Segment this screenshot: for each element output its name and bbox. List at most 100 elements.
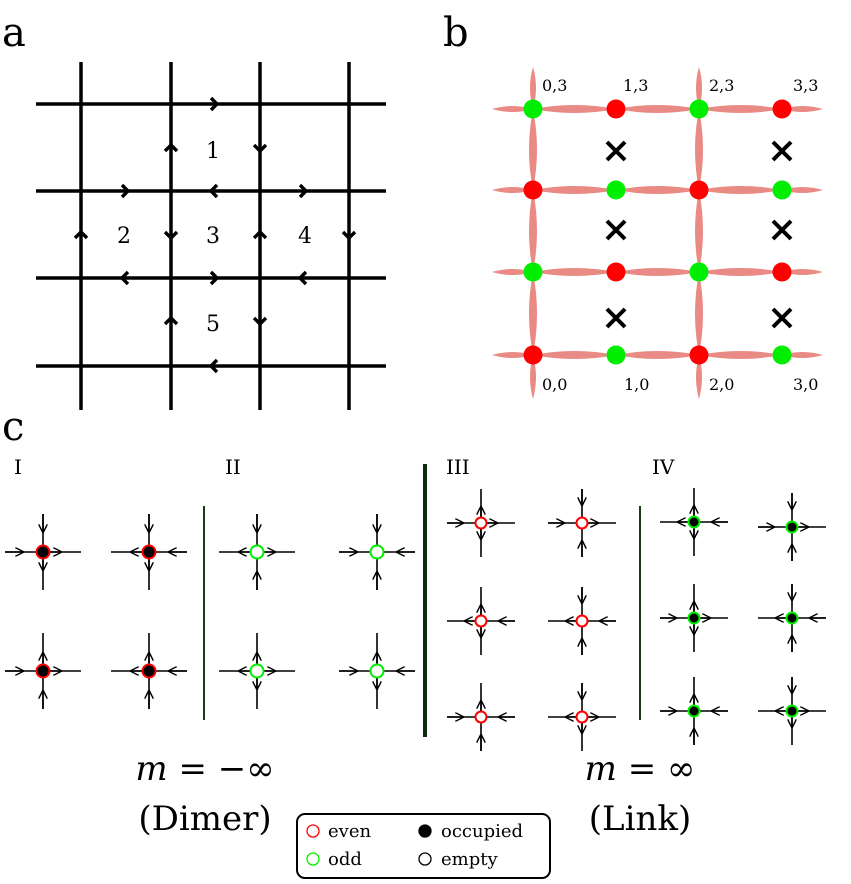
vertex-configuration bbox=[758, 584, 826, 652]
link-arrow-icon bbox=[120, 183, 131, 199]
link-stub bbox=[782, 106, 823, 112]
vertex-configuration bbox=[219, 514, 295, 590]
odd-site-dot bbox=[689, 99, 709, 119]
cross-icon bbox=[605, 219, 627, 241]
cross-icon bbox=[771, 219, 793, 241]
link-stub bbox=[782, 187, 823, 193]
link bbox=[529, 109, 537, 190]
panel-c-letter: c bbox=[2, 404, 24, 450]
link bbox=[695, 190, 703, 272]
panel-a: a 1 2 3 4 5 bbox=[2, 10, 386, 410]
vertex-configurations bbox=[5, 488, 826, 751]
panel-b-crosses bbox=[605, 140, 793, 329]
link bbox=[616, 268, 699, 276]
legend-occupied-label: occupied bbox=[441, 821, 523, 842]
group-label-II: II bbox=[225, 455, 241, 479]
even-site-dot bbox=[689, 345, 709, 365]
caption-link-name: (Link) bbox=[589, 799, 691, 839]
panel-b-sites bbox=[523, 99, 792, 365]
plaquette-label-5: 5 bbox=[206, 312, 220, 337]
legend-empty-marker bbox=[418, 852, 432, 866]
link-stub bbox=[492, 352, 533, 358]
vertex-configuration bbox=[5, 633, 81, 709]
odd-site-dot bbox=[523, 262, 543, 282]
legend-odd-marker bbox=[306, 852, 320, 866]
cross-icon bbox=[771, 307, 793, 329]
link bbox=[616, 186, 699, 194]
link-arrow-icon bbox=[208, 358, 219, 374]
legend-box bbox=[296, 813, 551, 879]
panel-a-letter: a bbox=[2, 10, 26, 56]
plaquette-label-2: 2 bbox=[117, 224, 131, 249]
link-stub bbox=[696, 355, 702, 399]
link-arrow-icon bbox=[297, 270, 308, 286]
link-arrow-icon bbox=[163, 142, 179, 153]
odd-site-dot bbox=[772, 345, 792, 365]
link bbox=[533, 268, 616, 276]
link bbox=[695, 109, 703, 190]
even-site-dot bbox=[606, 99, 626, 119]
legend-empty-label: empty bbox=[441, 849, 498, 870]
link bbox=[616, 105, 699, 113]
panel-b-links bbox=[492, 67, 823, 399]
site-label-2-3: 2,3 bbox=[709, 76, 734, 95]
link bbox=[699, 105, 782, 113]
link bbox=[699, 351, 782, 359]
link bbox=[533, 186, 616, 194]
link-arrow-icon bbox=[341, 230, 357, 241]
link bbox=[533, 105, 616, 113]
caption-link-formula: m = ∞ bbox=[585, 749, 696, 789]
cross-icon bbox=[605, 140, 627, 162]
link-arrow-icon bbox=[209, 270, 220, 286]
even-site-dot bbox=[523, 345, 543, 365]
legend-even-marker bbox=[306, 824, 320, 838]
even-site-dot bbox=[772, 262, 792, 282]
caption-dimer-name: (Dimer) bbox=[138, 799, 271, 839]
link-arrow-icon bbox=[252, 316, 268, 327]
odd-site-dot bbox=[772, 180, 792, 200]
even-site-dot bbox=[523, 180, 543, 200]
link bbox=[529, 272, 537, 355]
vertex-configuration bbox=[111, 633, 187, 709]
cross-icon bbox=[605, 307, 627, 329]
link-arrow-icon bbox=[119, 270, 130, 286]
vertex-configuration bbox=[660, 488, 728, 556]
caption-dimer-formula: m = −∞ bbox=[135, 749, 274, 789]
legend: even odd occupied empty bbox=[296, 813, 551, 879]
link-stub bbox=[782, 269, 823, 275]
vertex-configuration bbox=[5, 514, 81, 590]
odd-site-dot bbox=[689, 262, 709, 282]
legend-occupied-marker bbox=[418, 824, 432, 838]
link-stub bbox=[530, 355, 536, 399]
vertex-configuration bbox=[758, 677, 826, 745]
site-label-2-0: 2,0 bbox=[709, 375, 734, 394]
link bbox=[529, 190, 537, 272]
link-arrow-icon bbox=[73, 229, 89, 240]
vertex-configuration bbox=[111, 514, 187, 590]
link-stub bbox=[530, 67, 536, 109]
link-arrow-icon bbox=[252, 143, 268, 154]
link-stub bbox=[696, 67, 702, 109]
link-arrow-icon bbox=[208, 183, 219, 199]
link-stub bbox=[782, 352, 823, 358]
vertex-configuration bbox=[660, 584, 728, 652]
vertex-configuration bbox=[447, 587, 515, 655]
vertex-configuration bbox=[758, 493, 826, 561]
odd-site-dot bbox=[606, 180, 626, 200]
vertex-configuration bbox=[548, 587, 616, 655]
link-stub bbox=[492, 187, 533, 193]
vertex-configuration bbox=[548, 683, 616, 751]
link-arrow-icon bbox=[163, 315, 179, 326]
vertex-configuration bbox=[219, 633, 295, 709]
site-label-1-0: 1,0 bbox=[624, 375, 649, 394]
link-arrow-icon bbox=[209, 96, 220, 112]
link bbox=[616, 351, 699, 359]
link-arrow-icon bbox=[298, 183, 309, 199]
link-arrow-icon bbox=[252, 229, 268, 240]
panel-b-letter: b bbox=[443, 10, 469, 56]
cross-icon bbox=[771, 140, 793, 162]
vertex-configuration bbox=[447, 683, 515, 751]
link-arrow-icon bbox=[163, 230, 179, 241]
site-label-1-3: 1,3 bbox=[623, 76, 648, 95]
